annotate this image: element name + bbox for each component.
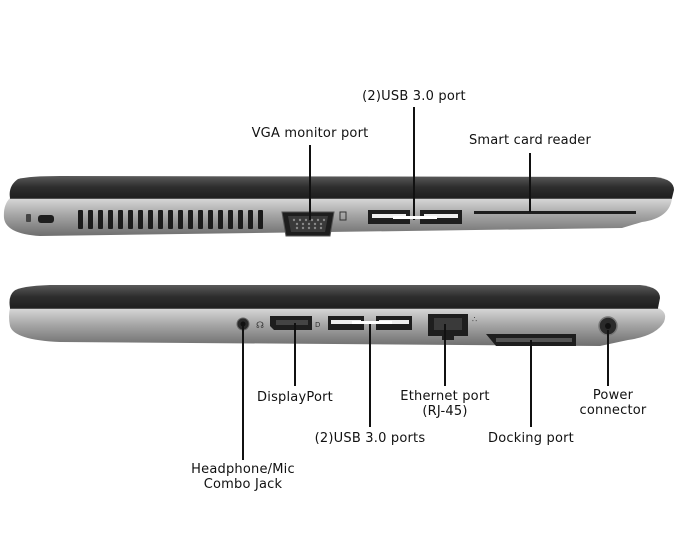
label-vga: VGA monitor port (251, 126, 369, 141)
base-top (3, 198, 672, 236)
label-power-line1: Power (592, 388, 634, 403)
leader-lines (242, 107, 609, 460)
usb-ports-bottom (328, 316, 412, 330)
ethernet-port (428, 314, 468, 340)
security-lock-slot (26, 214, 54, 223)
label-smart-card: Smart card reader (468, 133, 592, 148)
label-ethernet-line1: Ethernet port (400, 389, 490, 404)
label-usb-bottom: (2)USB 3.0 ports (314, 431, 426, 446)
displayport-port (270, 316, 312, 330)
label-usb-top: (2)USB 3.0 port (362, 89, 466, 104)
label-ethernet-line2: (RJ-45) (422, 404, 468, 419)
label-docking: Docking port (488, 431, 574, 446)
label-headphone: Headphone/Mic Combo Jack (178, 462, 308, 492)
displayport-icon: D (315, 321, 320, 329)
label-power-line2: connector (579, 403, 647, 418)
vga-symbol-icon (339, 211, 347, 221)
air-vent (78, 210, 263, 229)
usb-bottom-highlight (352, 321, 392, 324)
usb-top-highlight (393, 216, 437, 219)
smart-card-slot (474, 211, 636, 214)
lid-bottom (9, 285, 660, 308)
label-displayport: DisplayPort (257, 390, 333, 405)
headset-icon: ☊ (256, 321, 264, 331)
laptop-left-side (3, 176, 674, 237)
network-icon: ∴ (472, 315, 477, 324)
label-ethernet: Ethernet port (RJ-45) (390, 389, 500, 419)
laptop-right-side: ☊ D ∴ (9, 285, 666, 346)
usb-ports-top (368, 210, 462, 224)
label-headphone-line1: Headphone/Mic (191, 462, 295, 477)
label-power: Power connector (568, 388, 658, 418)
lid-top (9, 176, 674, 198)
vga-port (281, 211, 335, 237)
label-headphone-line2: Combo Jack (203, 477, 283, 492)
